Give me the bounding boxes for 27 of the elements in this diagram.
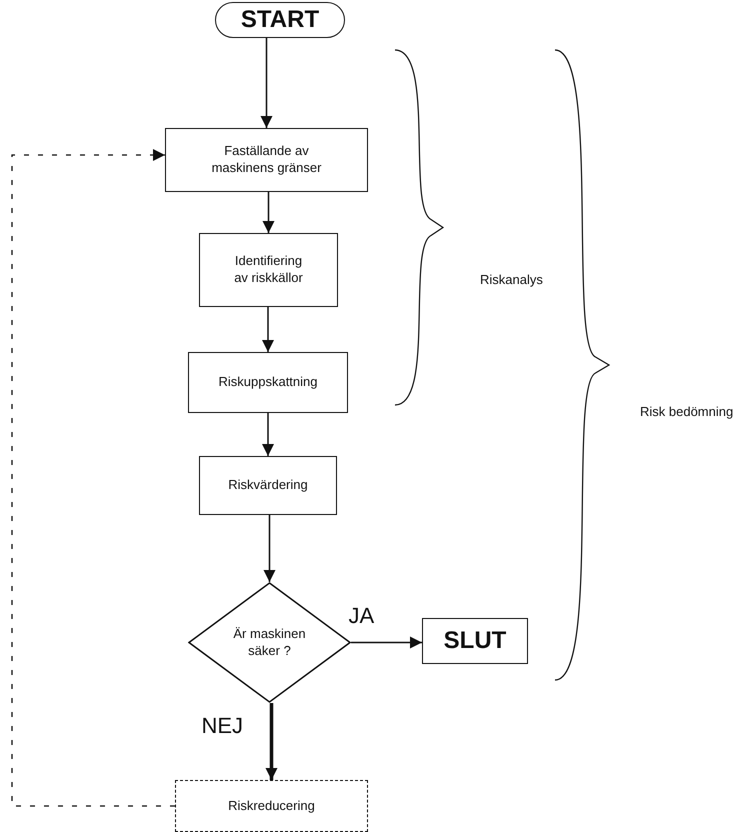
node-text: Riskreducering	[228, 798, 315, 814]
process-box	[188, 352, 348, 413]
bracket-label: Riskanalys	[480, 272, 543, 287]
node-text: Faställande av maskinens gränser	[210, 143, 322, 177]
process-box	[175, 780, 368, 832]
arrow	[351, 636, 422, 648]
process-box	[165, 128, 368, 192]
arrow	[264, 515, 276, 582]
arrow	[260, 38, 272, 128]
decision-diamond	[188, 582, 351, 703]
bracket-label: Risk bedömning	[640, 404, 734, 419]
start-terminal	[215, 2, 345, 38]
node-text: Är maskinen säker ?	[232, 626, 307, 660]
node-text: SLUT	[444, 626, 506, 656]
arrow	[11, 149, 175, 807]
arrow	[262, 413, 274, 456]
end-box	[422, 618, 528, 664]
arrow	[262, 307, 274, 352]
arrow	[266, 703, 278, 780]
node-text: Identifiering av riskkällor	[233, 253, 304, 287]
process-box	[199, 456, 337, 515]
node-text: START	[240, 5, 320, 36]
node-text: Riskvärdering	[228, 477, 308, 494]
process-box	[199, 233, 338, 307]
node-text: Riskuppskattning	[218, 374, 318, 391]
arrow	[262, 192, 274, 233]
edge-label: JA	[346, 604, 376, 626]
